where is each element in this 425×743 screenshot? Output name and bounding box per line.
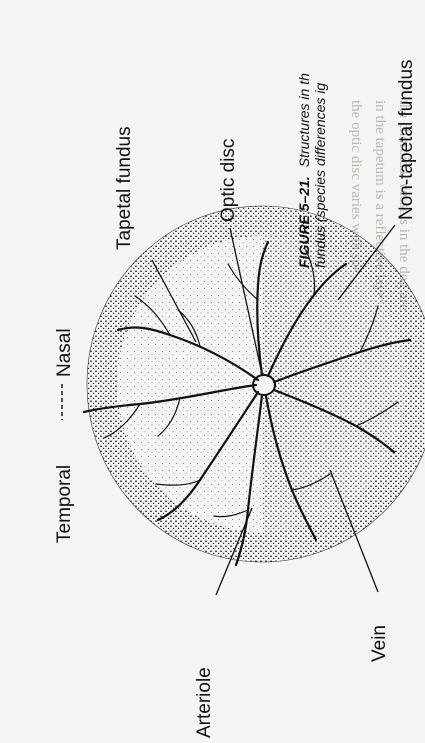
nasal-label: Nasal [54, 328, 75, 377]
caption-line-2: fundus (species differences ig [312, 83, 328, 268]
tapetal-fundus-label: Tapetal fundus [114, 126, 135, 250]
vein-label: Vein [369, 625, 390, 662]
svg-text:FIGURE 5–21. Structures: FIGURE 5–21. Structures in th [296, 73, 312, 268]
non-tapetal-fundus-label: Non-tapetal fundus [396, 59, 417, 220]
figure-caption: FIGURE 5–21. Structures in th fundus (sp… [296, 73, 328, 268]
optic-disc-label: Optic disc [218, 139, 239, 222]
caption-line-1: Structures in th [296, 73, 312, 167]
caption-figure-label: FIGURE 5–21. [296, 176, 312, 268]
temporal-label: Temporal [54, 465, 75, 543]
arteriole-label: Arteriole [194, 667, 215, 738]
